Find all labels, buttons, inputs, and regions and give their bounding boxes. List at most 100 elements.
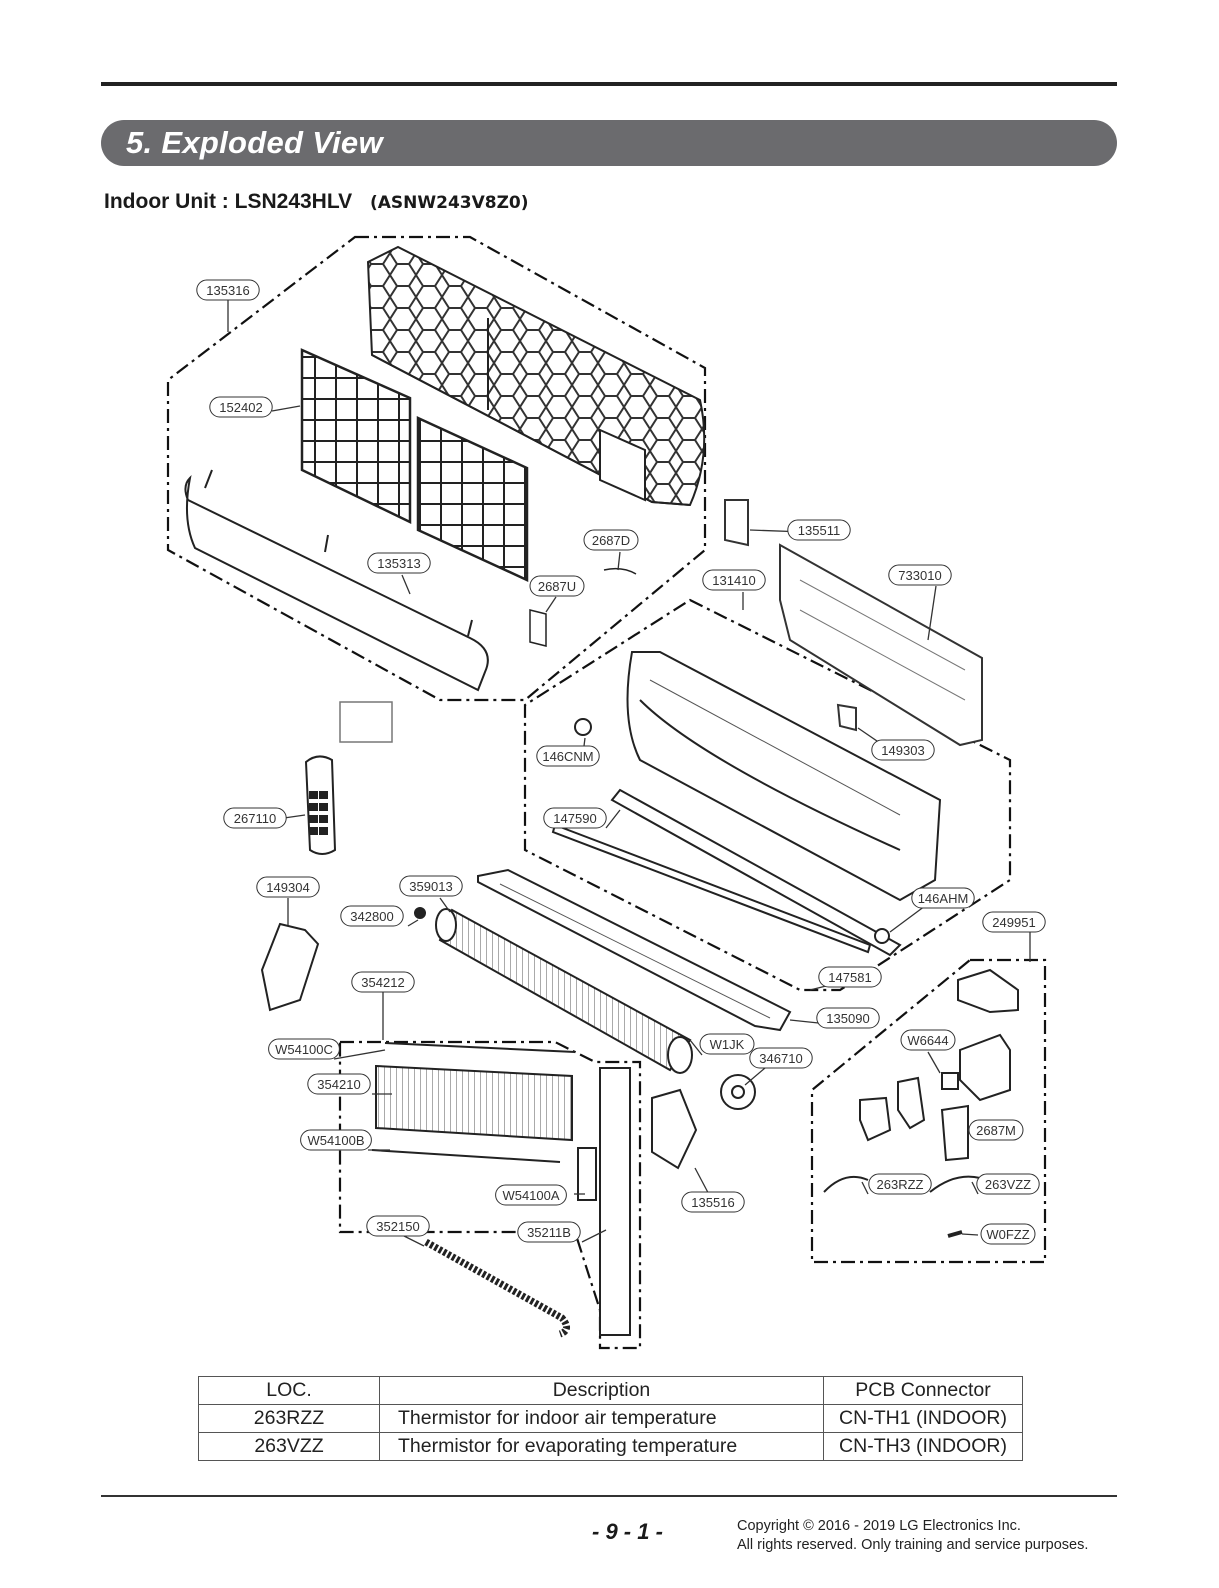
callout-label: 131410 — [712, 573, 755, 588]
parts-table: LOC. Description PCB Connector 263RZZ Th… — [198, 1376, 1023, 1461]
callout-label: 135316 — [206, 283, 249, 298]
air-filter-part — [300, 348, 529, 582]
copyright-notice: Copyright © 2016 - 2019 LG Electronics I… — [737, 1517, 1088, 1555]
callout-label: 342800 — [350, 909, 393, 924]
callout-label: 135090 — [826, 1011, 869, 1026]
callout-label: 2687D — [592, 533, 630, 548]
callout-label: 146CNM — [542, 749, 593, 764]
callout-bubble: 354212 — [351, 971, 415, 993]
cross-flow-fan-part — [414, 907, 693, 1074]
louver-part — [551, 788, 902, 957]
callout-bubble: W0FZZ — [980, 1223, 1036, 1245]
callout-label: 263VZZ — [985, 1177, 1031, 1192]
callout-bubble: 249951 — [982, 911, 1046, 933]
callout-label: 249951 — [992, 915, 1035, 930]
callout-bubble: 152402 — [209, 396, 273, 418]
callout-label: W54100A — [502, 1188, 559, 1203]
callout-label: 135516 — [691, 1195, 734, 1210]
callout-label: W1JK — [710, 1037, 745, 1052]
callout-bubble: 135090 — [816, 1007, 880, 1029]
page-number: - 9 - 1 - — [592, 1519, 663, 1544]
callout-label: 147590 — [553, 811, 596, 826]
bottom-rule — [101, 1495, 1117, 1497]
model-subtitle: Indoor Unit : LSN243HLV (ASNW243V8Z0) — [104, 190, 529, 214]
callout-bubble: 135511 — [787, 519, 851, 541]
table-row: 263VZZ Thermistor for evaporating temper… — [198, 1432, 1023, 1461]
callout-bubble: W54100C — [268, 1038, 340, 1060]
callout-label: 267110 — [234, 811, 276, 826]
callout-label: 135313 — [377, 556, 420, 571]
callout-label: W6644 — [907, 1033, 948, 1048]
callout-label: 152402 — [219, 400, 262, 415]
front-panel-part — [184, 469, 489, 692]
callout-label: 359013 — [409, 879, 452, 894]
callout-label: 733010 — [898, 568, 941, 583]
callout-bubble: 733010 — [888, 564, 952, 586]
callout-bubble: 135313 — [367, 552, 431, 574]
callout-bubble: 131410 — [702, 569, 766, 591]
callout-bubble: 2687U — [529, 575, 585, 597]
callout-label: 354210 — [317, 1077, 360, 1092]
callout-bubble: 359013 — [399, 875, 463, 897]
callout-bubble: 135316 — [196, 279, 260, 301]
callout-bubble: 263RZZ — [868, 1173, 932, 1195]
table-cell-pcb-connector: CN-TH3 (INDOOR) — [823, 1432, 1023, 1461]
table-cell-loc: 263VZZ — [198, 1432, 380, 1461]
callout-label: 263RZZ — [877, 1177, 924, 1192]
copyright-line: Copyright © 2016 - 2019 LG Electronics I… — [737, 1518, 1021, 1534]
callout-label: 146AHM — [918, 891, 969, 906]
table-cell-description: Thermistor for evaporating temperature — [379, 1432, 824, 1461]
model-name: Indoor Unit : LSN243HLV — [104, 190, 353, 213]
callout-bubble: W6644 — [900, 1029, 956, 1051]
callout-bubble: 346710 — [749, 1047, 813, 1069]
table-cell-description: Thermistor for indoor air temperature — [379, 1404, 824, 1433]
table-header-row: LOC. Description PCB Connector — [198, 1376, 1023, 1405]
side-holder-part — [260, 922, 320, 1012]
section-banner: 5. Exploded View — [101, 120, 1117, 166]
drain-hose-part — [424, 1238, 570, 1338]
table-cell-pcb-connector: CN-TH1 (INDOOR) — [823, 1404, 1023, 1433]
callout-label: W54100C — [275, 1042, 333, 1057]
display-pcb-part — [339, 567, 637, 743]
callout-label: 346710 — [759, 1051, 802, 1066]
control-box-group-boundary — [810, 958, 1047, 1264]
callout-bubble: 354210 — [307, 1073, 371, 1095]
callout-label: 135511 — [798, 523, 840, 538]
copyright-line: All rights reserved. Only training and s… — [737, 1537, 1089, 1553]
top-rule — [101, 82, 1117, 86]
callout-bubble: W1JK — [699, 1033, 755, 1055]
front-grille-part — [366, 245, 706, 507]
table-cell-loc: 263RZZ — [198, 1404, 380, 1433]
callout-label: 35211B — [527, 1225, 571, 1240]
callout-bubble: 147590 — [543, 807, 607, 829]
callout-label: 2687M — [976, 1123, 1016, 1138]
callout-bubble: 35211B — [517, 1221, 581, 1243]
callout-bubble: 2687M — [968, 1119, 1024, 1141]
callout-bubble: W54100A — [495, 1184, 567, 1206]
callout-bubble: 135516 — [681, 1191, 745, 1213]
callout-label: 352150 — [376, 1219, 419, 1234]
callout-bubble: 342800 — [340, 905, 404, 927]
chassis-part — [574, 651, 942, 902]
callout-label: 149303 — [881, 743, 924, 758]
callout-bubble: 2687D — [583, 529, 639, 551]
callout-bubble: 352150 — [366, 1215, 430, 1237]
fan-motor-part — [651, 1074, 756, 1170]
control-box-part — [823, 968, 1019, 1238]
callout-bubble: 147581 — [818, 966, 882, 988]
evaporator-part — [371, 1042, 631, 1336]
callout-bubble: 146AHM — [911, 887, 975, 909]
callout-bubble: 149304 — [256, 876, 320, 898]
callout-label: W54100B — [307, 1133, 364, 1148]
table-header-description: Description — [379, 1376, 824, 1405]
callout-label: 147581 — [828, 970, 871, 985]
callout-label: 354212 — [361, 975, 404, 990]
bracket-part — [724, 499, 857, 732]
front-panel-group-boundary — [166, 235, 707, 702]
callout-bubble: 263VZZ — [976, 1173, 1040, 1195]
installation-plate-part — [779, 543, 983, 747]
drain-pan-part — [477, 868, 792, 1032]
callout-label: 149304 — [266, 880, 309, 895]
table-header-pcb-connector: PCB Connector — [823, 1376, 1023, 1405]
